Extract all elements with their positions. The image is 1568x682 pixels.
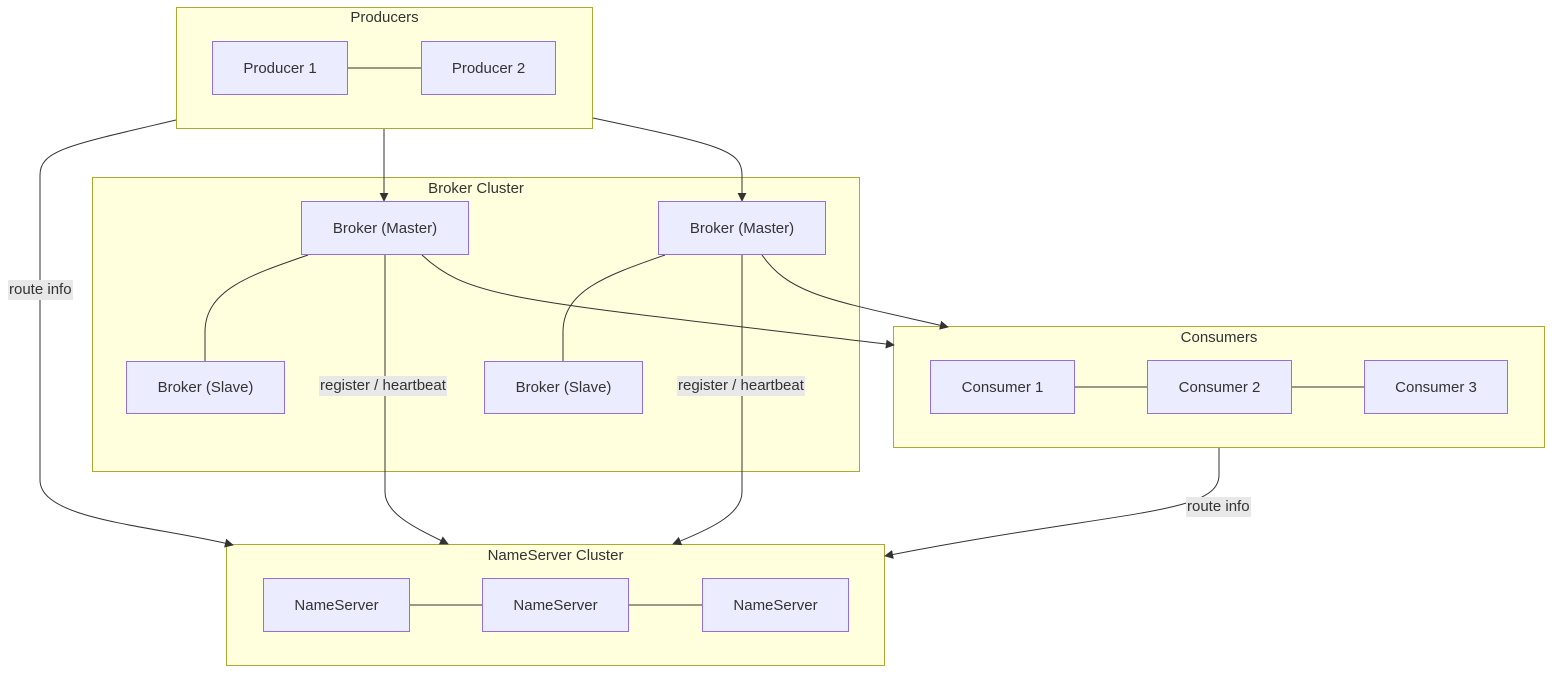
nameserver-3-node[interactable]: NameServer	[702, 578, 849, 632]
broker-cluster-title: Broker Cluster	[428, 180, 524, 197]
edge-master1-nameserver	[384, 255, 449, 545]
edge-producers-broker-master-2	[592, 117, 747, 202]
broker-master-1-node[interactable]: Broker (Master)	[301, 201, 469, 255]
edge-producers-nameserver-route	[39, 119, 234, 548]
consumer-1-node[interactable]: Consumer 1	[930, 360, 1075, 414]
nameserver-2-node[interactable]: NameServer	[482, 578, 629, 632]
broker1-register-heartbeat-label: register / heartbeat	[319, 376, 447, 396]
producer-1-node[interactable]: Producer 1	[212, 41, 348, 95]
producers-cluster-title: Producers	[350, 9, 419, 26]
nameserver-1-node[interactable]: NameServer	[263, 578, 410, 632]
edge-master1-consumers	[421, 254, 895, 349]
broker2-register-heartbeat-label: register / heartbeat	[677, 376, 805, 396]
nameserver-cluster-title: NameServer Cluster	[487, 547, 624, 564]
edge-master2-consumers	[761, 254, 949, 330]
producer-2-node[interactable]: Producer 2	[421, 41, 556, 95]
consumers-cluster-title: Consumers	[1180, 329, 1258, 346]
consumer-2-node[interactable]: Consumer 2	[1147, 360, 1292, 414]
edge-consumers-nameserver-route	[884, 448, 1220, 559]
consumers-route-info-label: route info	[1186, 497, 1251, 517]
edge-master2-slave2	[562, 254, 666, 361]
edge-master1-slave1	[204, 254, 309, 361]
broker-slave-1-node[interactable]: Broker (Slave)	[126, 361, 285, 414]
edge-master2-nameserver	[672, 255, 743, 546]
producers-route-info-label: route info	[8, 280, 73, 300]
consumer-3-node[interactable]: Consumer 3	[1364, 360, 1508, 414]
broker-slave-2-node[interactable]: Broker (Slave)	[484, 361, 643, 414]
broker-master-2-node[interactable]: Broker (Master)	[658, 201, 826, 255]
